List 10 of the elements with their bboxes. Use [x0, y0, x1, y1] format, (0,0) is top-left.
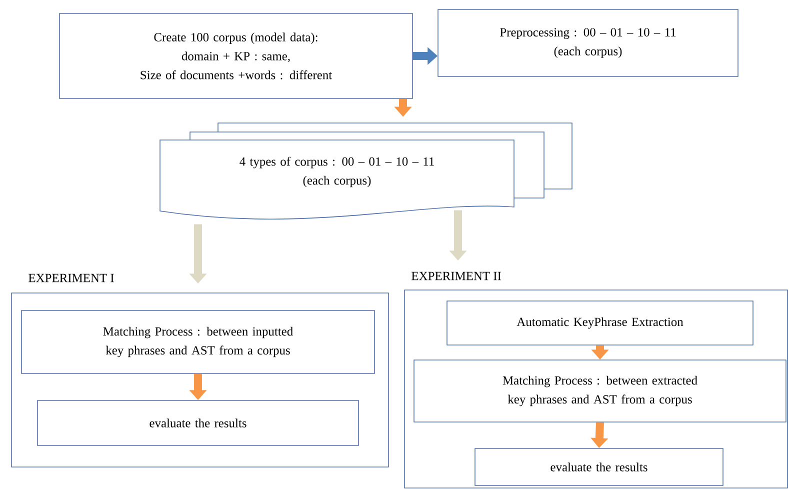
- document-stack: 4 types of corpus : 00 – 01 – 10 – 11 (each corpus): [160, 122, 572, 220]
- process-box: Preprocessing : 00 – 01 – 10 – 11 (each corpus): [438, 9, 738, 77]
- process-box: Matching Process : between inputted key phrases and AST from a corpus: [21, 310, 375, 374]
- node-label: EXPERIMENT II: [412, 272, 502, 280]
- process-box: Matching Process : between extracted key phrases and AST from a corpus: [414, 360, 786, 422]
- process-box: evaluate the results: [474, 448, 724, 486]
- process-box: Automatic KeyPhrase Extraction: [446, 300, 754, 346]
- process-box: Create 100 corpus (model data): domain + KP : same, Size of documents +words : different: [59, 13, 413, 99]
- process-box: evaluate the results: [37, 400, 359, 446]
- node-label: EXPERIMENT I: [28, 274, 114, 282]
